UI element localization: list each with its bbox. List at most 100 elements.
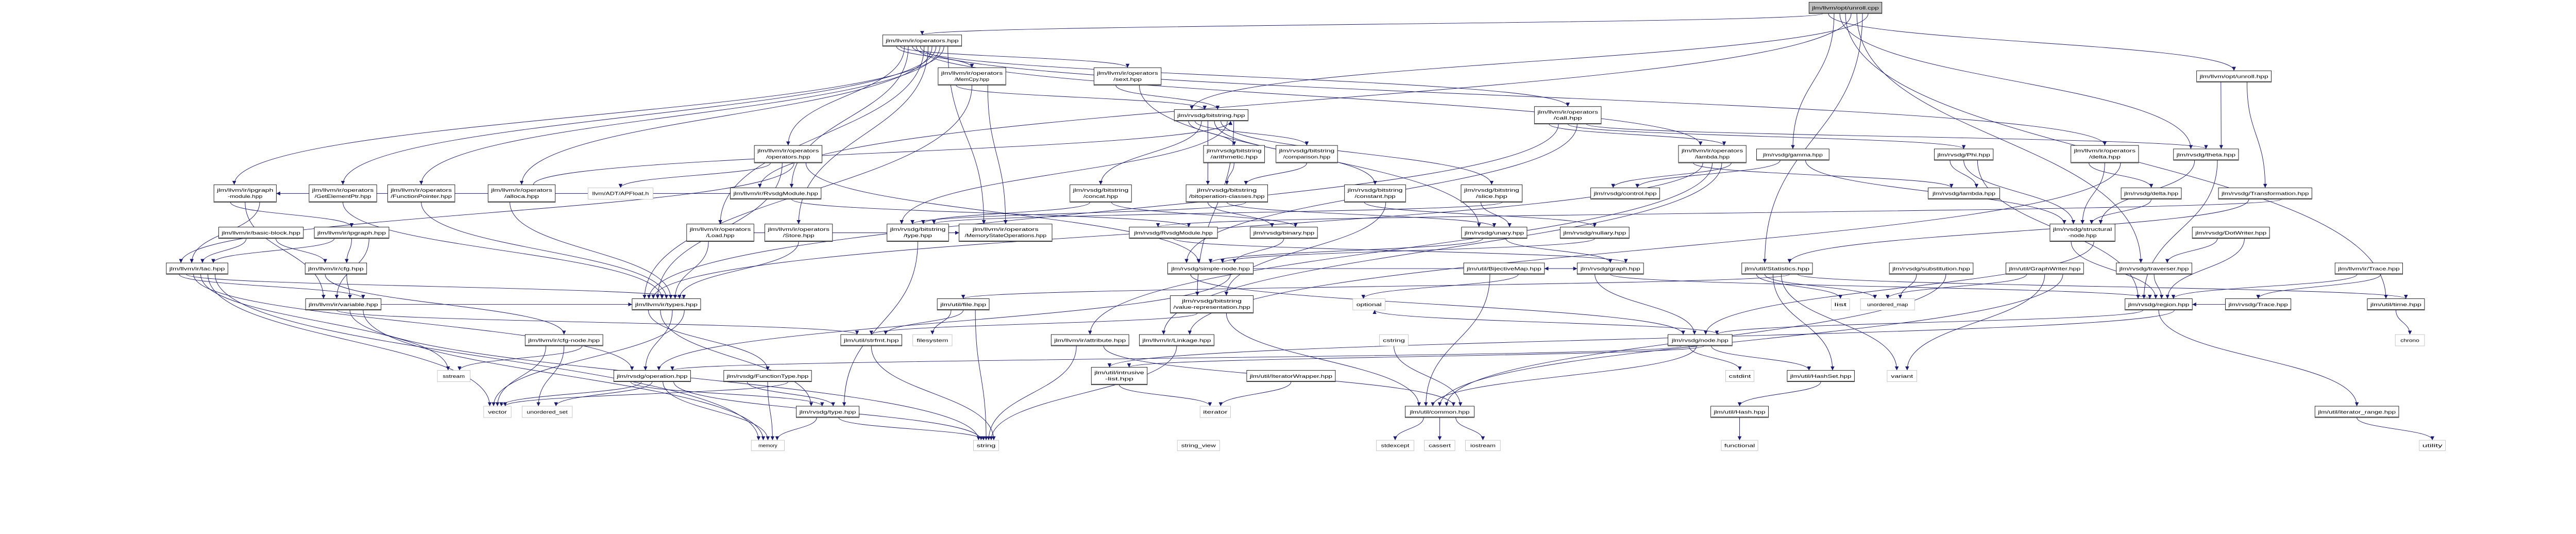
node-ftype[interactable]: jlm/rvsdg/FunctionType.hpp	[723, 370, 812, 382]
node-box	[437, 370, 470, 382]
node-valrep[interactable]: jlm/rvsdg/bitstring/value-representation…	[1170, 295, 1254, 313]
node-rlambda[interactable]: jlm/rvsdg/lambda.hpp	[1928, 187, 2000, 199]
node-alloca[interactable]: jlm/llvm/ir/operators/alloca.hpp	[487, 184, 556, 203]
node-stdexcept[interactable]: stdexcept	[1376, 440, 1414, 451]
node-mso[interactable]: jlm/llvm/ir/operators/MemoryStateOperati…	[959, 224, 1053, 242]
node-btype[interactable]: jlm/rvsdg/bitstring/type.hpp	[887, 224, 949, 242]
node-attribute[interactable]: jlm/llvm/ir/attribute.hpp	[1050, 334, 1129, 346]
node-irmodule[interactable]: jlm/llvm/ir/RvsdgModule.hpp	[730, 187, 822, 199]
node-operators[interactable]: jlm/llvm/ir/operators.hpp	[882, 35, 962, 47]
node-concat[interactable]: jlm/rvsdg/bitstring/concat.hpp	[1070, 184, 1132, 203]
node-list[interactable]: list	[1831, 298, 1850, 311]
node-common[interactable]: jlm/util/common.hpp	[1405, 406, 1475, 418]
node-gwriter[interactable]: jlm/util/GraphWriter.hpp	[2005, 262, 2084, 275]
node-nullary[interactable]: jlm/rvsdg/nullary.hpp	[1560, 227, 1630, 239]
node-memory[interactable]: memory	[751, 440, 785, 451]
node-unary[interactable]: jlm/rvsdg/unary.hpp	[1461, 227, 1528, 239]
node-label: -list.hpp	[1105, 376, 1133, 381]
node-theta[interactable]: jlm/rvsdg/theta.hpp	[2173, 148, 2239, 161]
node-phi[interactable]: jlm/rvsdg/Phi.hpp	[1934, 148, 1994, 161]
edge-graph-to-region	[1610, 274, 2152, 299]
node-itw[interactable]: jlm/util/IteratorWrapper.hpp	[1246, 370, 1336, 382]
node-gamma[interactable]: jlm/rvsdg/gamma.hpp	[1756, 148, 1829, 161]
node-arith[interactable]: jlm/rvsdg/bitstring/arithmetic.hpp	[1203, 145, 1265, 163]
node-subst[interactable]: jlm/rvsdg/substitution.hpp	[1889, 262, 1974, 275]
node-store[interactable]: jlm/llvm/ir/operators/Store.hpp	[765, 224, 833, 242]
node-cstring[interactable]: cstring	[1379, 334, 1409, 346]
node-load[interactable]: jlm/llvm/ir/operators/Load.hpp	[686, 224, 754, 242]
node-time[interactable]: jlm/util/time.hpp	[2367, 298, 2425, 311]
node-stats[interactable]: jlm/util/Statistics.hpp	[1741, 262, 1813, 275]
node-hash[interactable]: jlm/util/Hash.hpp	[1710, 406, 1769, 418]
node-gep[interactable]: jlm/llvm/ir/operators/GetElementPtr.hpp	[309, 184, 377, 203]
node-cfg[interactable]: jlm/llvm/ir/cfg.hpp	[304, 262, 367, 275]
edge-operators-to-memcpy	[896, 46, 974, 68]
node-apfloat[interactable]: llvm/ADT/APFloat.h	[587, 187, 653, 199]
node-strfmt[interactable]: jlm/util/strfmt.hpp	[840, 334, 902, 346]
node-operation[interactable]: jlm/rvsdg/operation.hpp	[613, 370, 691, 382]
node-control[interactable]: jlm/rvsdg/control.hpp	[1590, 187, 1660, 199]
node-cassert[interactable]: cassert	[1424, 440, 1455, 451]
node-unroll_cpp[interactable]: jlm/llvm/opt/unroll.cpp	[1808, 2, 1883, 14]
node-fptr[interactable]: jlm/llvm/ir/operators/FunctionPointer.hp…	[387, 184, 455, 203]
node-rmodule[interactable]: jlm/rvsdg/RvsdgModule.hpp	[1129, 227, 1218, 239]
node-utility[interactable]: utility	[2419, 440, 2446, 451]
node-trav[interactable]: jlm/rvsdg/traverser.hpp	[2116, 262, 2192, 275]
node-sview[interactable]: string_view	[1177, 440, 1220, 451]
node-compar[interactable]: jlm/rvsdg/bitstring/comparison.hpp	[1276, 145, 1338, 163]
node-uset[interactable]: unordered_set	[521, 406, 573, 418]
node-node[interactable]: jlm/rvsdg/node.hpp	[1668, 334, 1733, 346]
node-dotw[interactable]: jlm/rvsdg/DotWriter.hpp	[2192, 227, 2270, 239]
node-irlambda[interactable]: jlm/llvm/ir/operators/lambda.hpp	[1678, 145, 1747, 163]
node-constant[interactable]: jlm/rvsdg/bitstring/constant.hpp	[1344, 184, 1406, 203]
node-bijmap[interactable]: jlm/util/BijectiveMap.hpp	[1463, 262, 1545, 275]
node-bb[interactable]: jlm/llvm/ir/basic-block.hpp	[218, 227, 304, 239]
node-chrono[interactable]: chrono	[2395, 334, 2425, 346]
node-label: jlm/llvm/ir/operators	[689, 227, 751, 232]
node-irdelta[interactable]: jlm/llvm/ir/operators/delta.hpp	[2071, 145, 2139, 163]
node-file[interactable]: jlm/util/file.hpp	[937, 298, 990, 311]
node-transf[interactable]: jlm/rvsdg/Transformation.hpp	[2218, 187, 2312, 199]
node-variant[interactable]: variant	[1887, 370, 1917, 382]
node-filesystem[interactable]: filesystem	[912, 334, 953, 346]
node-variable[interactable]: jlm/llvm/ir/variable.hpp	[305, 298, 382, 311]
node-cstdint[interactable]: cstdint	[1725, 370, 1754, 382]
edge-bitstring-to-slice	[1221, 121, 1494, 185]
node-rtype[interactable]: jlm/rvsdg/type.hpp	[796, 406, 859, 418]
node-sstream[interactable]: sstream	[437, 370, 470, 382]
node-linkage[interactable]: jlm/llvm/ir/Linkage.hpp	[1139, 334, 1214, 346]
node-region[interactable]: jlm/rvsdg/region.hpp	[2125, 298, 2193, 311]
node-unroll_hpp[interactable]: jlm/llvm/opt/unroll.hpp	[2196, 70, 2272, 82]
node-simplen[interactable]: jlm/rvsdg/simple-node.hpp	[1167, 262, 1254, 275]
node-functional[interactable]: functional	[1721, 440, 1758, 451]
node-rdelta[interactable]: jlm/rvsdg/delta.hpp	[2121, 187, 2182, 199]
node-bitstring[interactable]: jlm/rvsdg/bitstring.hpp	[1174, 109, 1248, 122]
node-opops[interactable]: jlm/llvm/ir/operators/operators.hpp	[754, 145, 822, 163]
node-ilist[interactable]: jlm/util/intrusive-list.hpp	[1091, 367, 1148, 385]
node-types[interactable]: jlm/llvm/ir/types.hpp	[632, 298, 701, 311]
node-optional[interactable]: optional	[1352, 298, 1385, 311]
node-itrange[interactable]: jlm/util/iterator_range.hpp	[2314, 406, 2399, 418]
node-vector[interactable]: vector	[483, 406, 512, 418]
node-binary[interactable]: jlm/rvsdg/binary.hpp	[1250, 227, 1318, 239]
node-graph[interactable]: jlm/rvsdg/graph.hpp	[1577, 262, 1644, 275]
node-label: /concat.hpp	[1083, 194, 1118, 199]
node-slice[interactable]: jlm/rvsdg/bitstring/slice.hpp	[1461, 184, 1522, 203]
node-structn[interactable]: jlm/rvsdg/structural-node.hpp	[2049, 224, 2115, 242]
node-call[interactable]: jlm/llvm/ir/operators/call.hpp	[1534, 106, 1602, 125]
node-memcpy[interactable]: jlm/llvm/ir/operators/MemCpy.hpp	[938, 67, 1006, 86]
node-sext[interactable]: jlm/llvm/ir/operators/sext.hpp	[1093, 67, 1162, 86]
node-iterator[interactable]: iterator	[1199, 406, 1231, 418]
node-cfgnode[interactable]: jlm/llvm/ir/cfg-node.hpp	[524, 334, 603, 346]
node-ipgmod[interactable]: jlm/llvm/ir/ipgraph-module.hpp	[213, 184, 277, 203]
node-irtrace[interactable]: jlm/llvm/ir/Trace.hpp	[2334, 262, 2403, 275]
node-hashset[interactable]: jlm/util/HashSet.hpp	[1787, 370, 1855, 382]
node-ipgraph[interactable]: jlm/llvm/ir/ipgraph.hpp	[314, 227, 389, 239]
node-tac[interactable]: jlm/llvm/ir/tac.hpp	[166, 262, 228, 275]
node-rtrace[interactable]: jlm/rvsdg/Trace.hpp	[2225, 298, 2292, 311]
node-umap[interactable]: unordered_map	[1860, 298, 1915, 311]
node-bitopc[interactable]: jlm/rvsdg/bitstring/bitoperation-classes…	[1185, 184, 1268, 203]
node-string[interactable]: string	[973, 440, 999, 451]
edge-operators-to-call	[912, 46, 1570, 107]
node-iostream[interactable]: iostream	[1465, 440, 1501, 451]
